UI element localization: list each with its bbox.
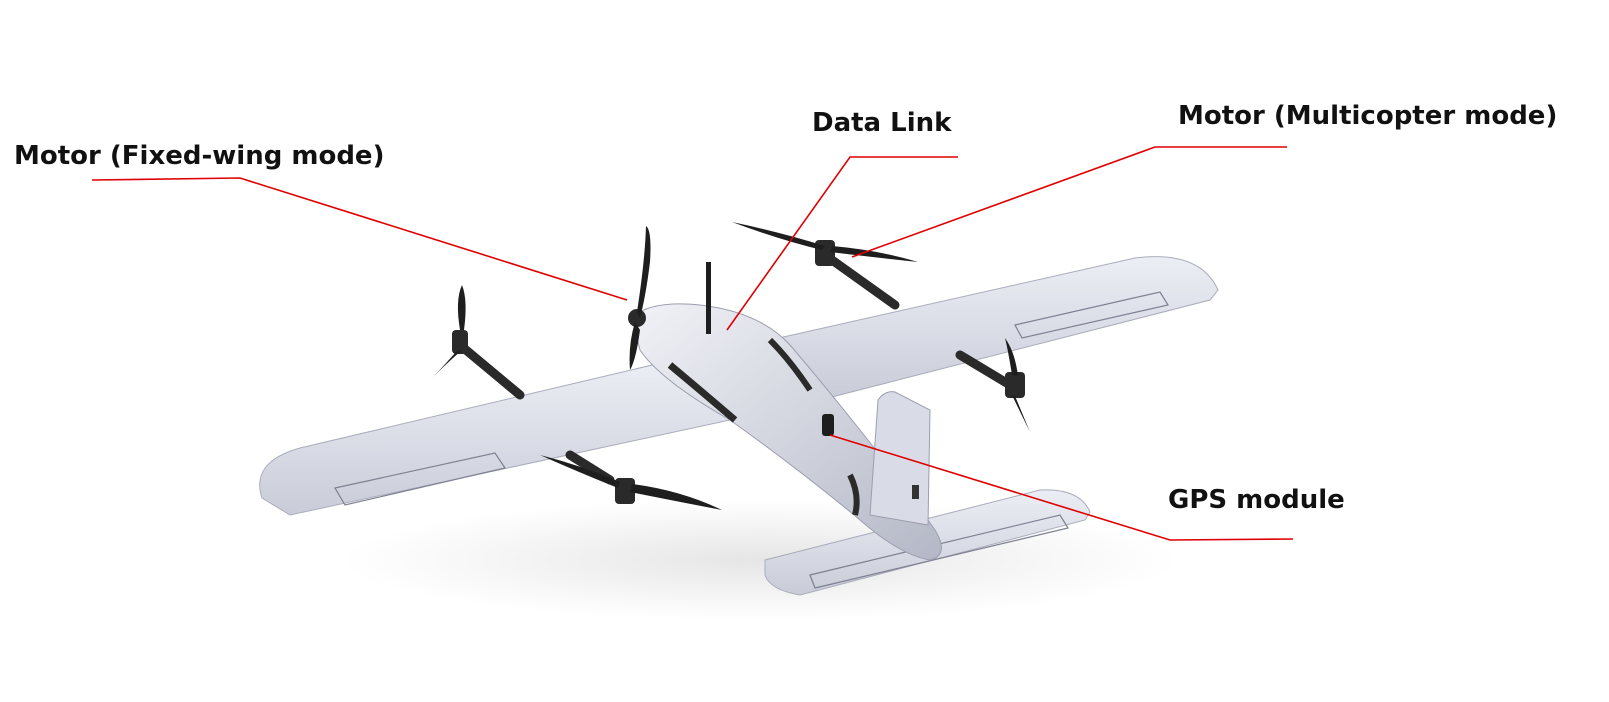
left-wing [259, 361, 732, 516]
label-gps-module: GPS module [1168, 485, 1345, 515]
right-wing [769, 256, 1219, 401]
gps-module [822, 414, 834, 436]
fixed-wing-motor [628, 226, 651, 370]
multicopter-motor-front-right [732, 222, 918, 266]
leader-line-data-link [726, 156, 958, 331]
fuselage-band [847, 473, 860, 516]
label-motor-multicopter: Motor (Multicopter mode) [1178, 101, 1558, 131]
multicopter-motor-front-left [432, 285, 468, 378]
fuselage-band [667, 362, 738, 423]
elevator-line [809, 514, 1069, 589]
fuselage [631, 303, 942, 561]
label-data-link: Data Link [812, 108, 952, 138]
fuselage-band [767, 337, 813, 392]
leader-line-multicopter-motor [851, 146, 1287, 258]
multicopter-motor-rear-left [540, 455, 722, 510]
data-link-antenna [706, 262, 711, 334]
multicopter-motor-rear-right [1005, 338, 1030, 432]
boom-rear-right [955, 350, 1015, 390]
leader-line-fixed-wing-motor [91, 177, 628, 301]
leader-line-gps-module [829, 434, 1294, 541]
tail-marking [912, 485, 919, 499]
left-aileron-line [334, 452, 506, 506]
boom-front-right [820, 250, 900, 310]
vertical-tail [869, 391, 931, 526]
label-motor-fixed-wing: Motor (Fixed-wing mode) [14, 141, 385, 171]
boom-front-left [455, 340, 525, 400]
right-aileron-line [1014, 291, 1169, 339]
